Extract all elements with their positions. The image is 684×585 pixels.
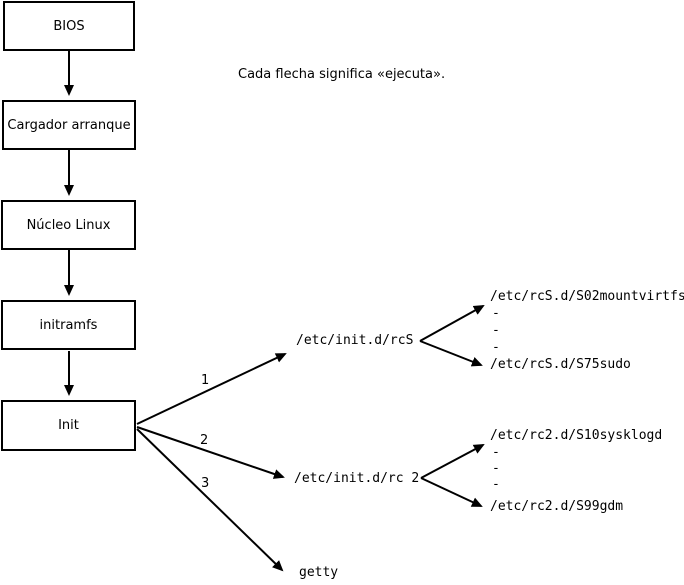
node-kernel: Núcleo Linux [1, 200, 136, 250]
arrow-rcs-to-s02 [419, 305, 485, 342]
node-bootloader: Cargador arranque [2, 100, 136, 150]
arrow-label-1: 1 [201, 373, 210, 388]
node-getty: getty [299, 565, 339, 580]
arrow-label-2: 2 [200, 433, 209, 448]
arrow-rcs-to-s75 [419, 340, 483, 367]
node-rc2-last: /etc/rc2.d/S99gdm [490, 499, 624, 514]
node-bios: BIOS [3, 1, 135, 51]
node-init-label: Init [58, 418, 79, 433]
arrow-rc2-to-s99 [420, 477, 483, 507]
node-rc2-script: /etc/init.d/rc 2 [294, 471, 420, 486]
node-rc2-first: /etc/rc2.d/S10sysklogd [490, 428, 663, 443]
node-bootloader-label: Cargador arranque [7, 117, 131, 133]
node-rcs-last: /etc/rcS.d/S75sudo [490, 357, 631, 372]
rc2-ellipsis: - - - [492, 445, 500, 492]
legend-note: Cada flecha significa «ejecuta». [238, 67, 446, 82]
node-initramfs-label: initramfs [39, 317, 98, 333]
arrow-init-to-getty [136, 428, 284, 572]
arrow-init-to-rcs [136, 353, 287, 425]
arrow-init-to-rc2 [136, 426, 285, 479]
node-rcs-script: /etc/init.d/rcS [296, 333, 414, 348]
rcs-ellipsis: - - - [492, 306, 500, 355]
arrow-label-3: 3 [201, 476, 210, 491]
node-kernel-label: Núcleo Linux [26, 217, 111, 233]
node-rcs-first: /etc/rcS.d/S02mountvirtfs [490, 289, 684, 304]
node-init: Init [1, 400, 136, 451]
node-initramfs: initramfs [1, 300, 136, 350]
node-bios-label: BIOS [53, 18, 85, 34]
arrow-rc2-to-s10 [420, 444, 485, 479]
